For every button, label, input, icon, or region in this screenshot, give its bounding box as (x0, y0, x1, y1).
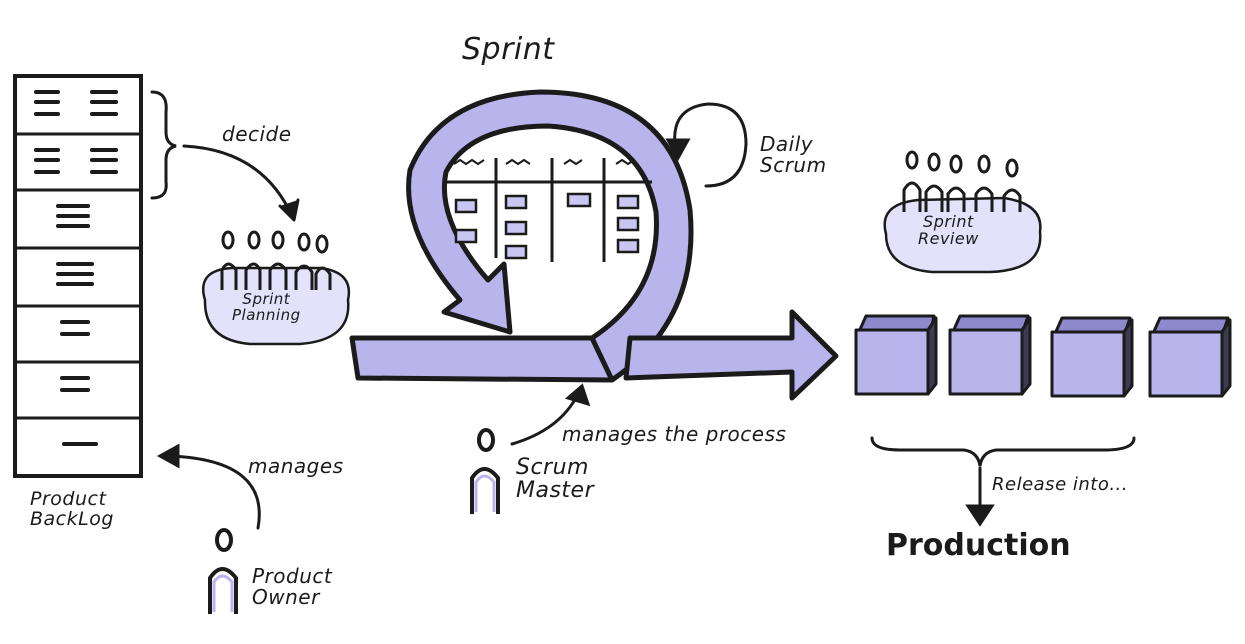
sprint-planning-line-1: Sprint (242, 290, 291, 308)
increment-box-icon (948, 314, 1032, 396)
scrum-master-label: Scrum Master (516, 456, 594, 502)
task-board-icon (446, 158, 652, 262)
person-icon (470, 428, 500, 514)
decide-arrow (150, 90, 300, 222)
release-arrow (870, 436, 1136, 527)
daily-loop-arrow-icon (665, 102, 748, 188)
increment-box-icon (1050, 316, 1134, 398)
daily-scrum-line-2: Scrum (760, 153, 827, 177)
manages-arrow (156, 443, 261, 530)
release-into-label: Release into... (992, 474, 1129, 495)
sprint-planning-line-2: Planning (232, 305, 301, 324)
product-backlog-label: Product BackLog (30, 488, 114, 530)
scrum-master-line-2: Master (516, 478, 595, 504)
manages-label: manages (248, 454, 344, 478)
sprint-cycle-arrow-icon (349, 89, 839, 401)
daily-scrum-line-1: Daily (760, 132, 814, 156)
product-backlog-line-1: Product (30, 488, 107, 510)
backlog-stack-icon (13, 74, 143, 478)
manages-process-arrow (510, 383, 591, 446)
decide-label: decide (222, 122, 292, 146)
product-owner-label: Product Owner (252, 566, 332, 608)
product-owner-line-1: Product (252, 564, 333, 588)
manages-process-label: manages the process (562, 422, 787, 446)
sprint-planning-label: Sprint Planning (232, 290, 301, 324)
production-label: Production (886, 528, 1071, 563)
sprint-review-label: Sprint Review (918, 212, 979, 248)
increment-box-icon (1148, 316, 1232, 398)
scrum-master-line-1: Scrum (516, 455, 589, 480)
sprint-title: Sprint (462, 32, 555, 67)
daily-scrum-label: Daily Scrum (760, 134, 827, 176)
sprint-review-line-2: Review (918, 228, 979, 248)
product-backlog-line-2: BackLog (30, 507, 114, 530)
team-people-icon (202, 230, 351, 346)
team-people-icon (883, 150, 1042, 274)
product-owner-line-2: Owner (252, 585, 320, 609)
sprint-review-line-1: Sprint (923, 212, 974, 231)
person-icon (208, 528, 238, 614)
increment-box-icon (854, 314, 938, 396)
